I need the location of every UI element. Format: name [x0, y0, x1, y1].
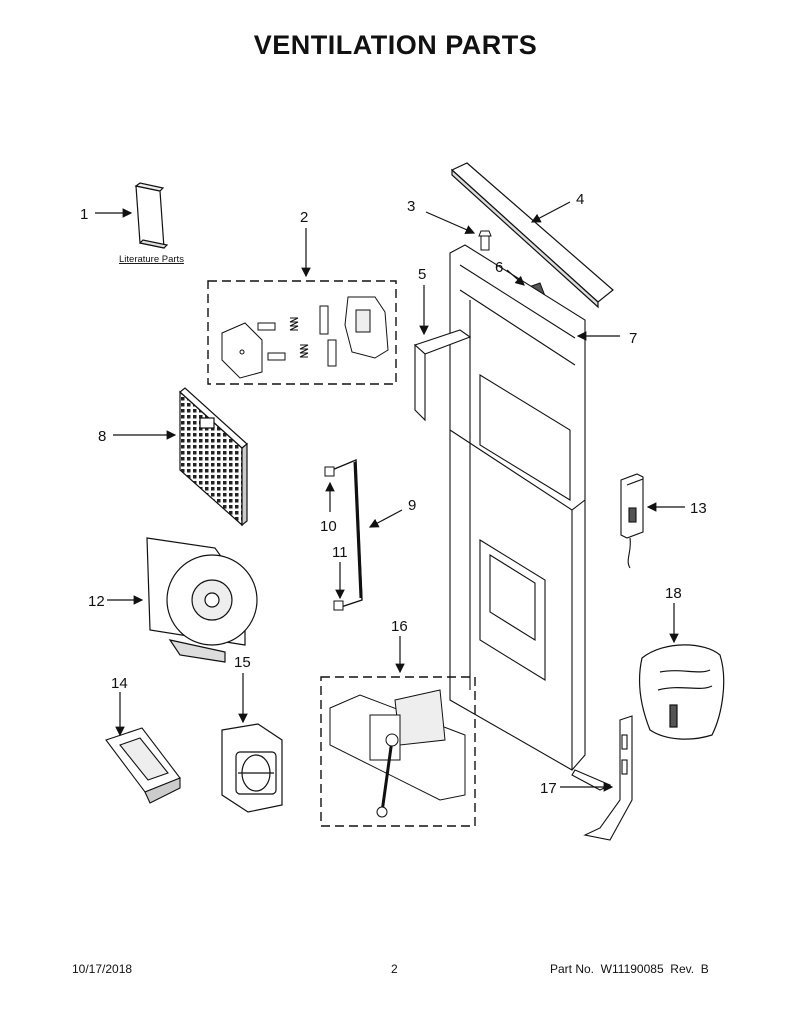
callout-6: 6	[495, 259, 503, 276]
callout-8: 8	[98, 428, 106, 445]
part-5-chassis	[413, 244, 612, 791]
callout-17: 17	[540, 780, 557, 797]
part-13-control	[620, 473, 644, 569]
callout-15: 15	[234, 654, 251, 671]
callout-13: 13	[690, 500, 707, 517]
page-title: VENTILATION PARTS	[253, 30, 538, 60]
part-3-screw	[478, 230, 492, 251]
callout-14: 14	[111, 675, 128, 692]
callout-5: 5	[418, 266, 426, 283]
footer-date: 10/17/2018	[72, 962, 133, 976]
part-8-filter	[179, 387, 248, 527]
footer-part-number: Part No. W11190085 Rev. B	[550, 962, 709, 976]
part-15-damper	[221, 723, 283, 813]
callout-10: 10	[320, 518, 337, 535]
part-17-bracket	[583, 715, 633, 841]
part-1-literature	[134, 182, 169, 249]
callout-9: 9	[408, 497, 416, 514]
callout-16: 16	[391, 618, 408, 635]
callout-11: 11	[332, 544, 348, 561]
part-18-bag	[639, 644, 725, 740]
leader-lines	[95, 201, 685, 792]
part-11-screw	[333, 600, 344, 611]
callout-2: 2	[300, 209, 308, 226]
callout-4: 4	[576, 191, 584, 208]
callout-12: 12	[88, 593, 105, 610]
part-2-hardware-kit	[207, 280, 397, 385]
part-4-top-trim	[450, 162, 614, 309]
part-16-motor-kit	[320, 676, 476, 827]
footer-page-number: 2	[391, 962, 398, 976]
part-14-tray	[105, 727, 181, 804]
part-9-rod	[331, 458, 363, 609]
callout-1: 1	[80, 206, 88, 223]
part-10-screw	[324, 466, 335, 477]
literature-parts-label: Literature Parts	[119, 254, 184, 265]
callout-18: 18	[665, 585, 682, 602]
callout-7: 7	[629, 330, 637, 347]
callout-3: 3	[407, 198, 415, 215]
part-12-blower	[146, 537, 258, 663]
